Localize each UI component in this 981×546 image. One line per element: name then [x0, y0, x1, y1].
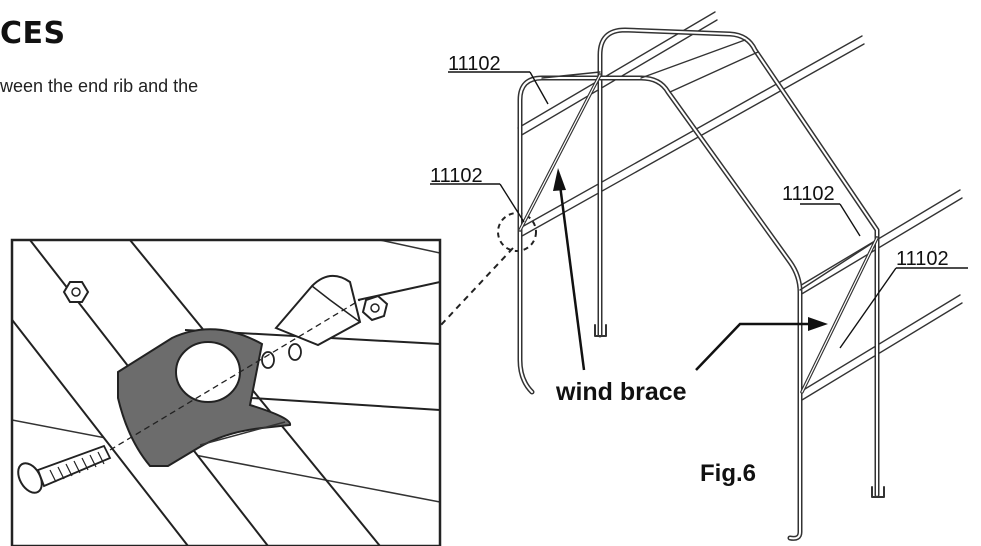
hex-nut-icon — [361, 294, 389, 322]
section-heading: CES — [0, 16, 66, 51]
wind-brace-label: wind brace — [555, 378, 687, 406]
bracket-icon — [117, 328, 291, 467]
instruction-text: ween the end rib and the — [0, 76, 199, 96]
part-label: 11102 — [896, 248, 949, 270]
detail-inset — [10, 238, 442, 546]
part-label: 11102 — [782, 183, 835, 205]
greenhouse-frame — [517, 11, 963, 541]
leader-lines — [430, 71, 968, 349]
part-label: 11102 — [448, 53, 501, 75]
figure-label: Fig.6 — [700, 460, 756, 487]
part-label: 11102 — [430, 165, 483, 187]
detail-magnifier — [497, 212, 537, 252]
hex-nut-icon — [62, 281, 90, 303]
bolt-icon — [17, 444, 112, 494]
brace-end — [261, 275, 440, 369]
wind-brace-arrow — [553, 168, 828, 371]
